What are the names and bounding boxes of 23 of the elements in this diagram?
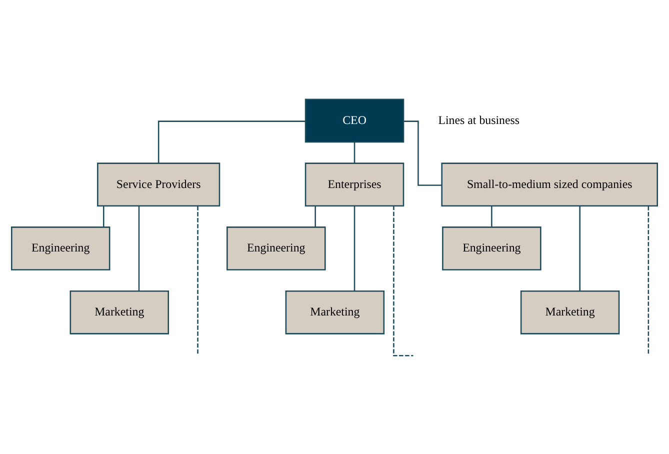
- node-box: Enterprises: [304, 162, 404, 206]
- connector: [158, 120, 306, 163]
- connector: [648, 206, 650, 354]
- node-box: Engineering: [442, 226, 542, 270]
- connector: [393, 205, 414, 356]
- connector: [404, 120, 442, 186]
- connector: [491, 206, 492, 227]
- connector: [197, 206, 198, 354]
- node-box: Marketing: [70, 290, 170, 334]
- connector: [354, 206, 356, 290]
- node-box: Marketing: [285, 290, 385, 334]
- node-box: Service Providers: [97, 162, 220, 206]
- connector: [103, 206, 104, 227]
- node-box: Engineering: [11, 226, 110, 270]
- connector: [138, 206, 140, 290]
- node-box: CEO: [304, 98, 404, 142]
- node-box: Small-to-medium sized companies: [441, 162, 658, 206]
- node-box: Marketing: [520, 290, 620, 334]
- label: Lines at business: [438, 112, 520, 126]
- node-box: Engineering: [226, 226, 326, 270]
- connector: [354, 142, 356, 163]
- connector: [579, 206, 580, 290]
- connector: [314, 206, 316, 227]
